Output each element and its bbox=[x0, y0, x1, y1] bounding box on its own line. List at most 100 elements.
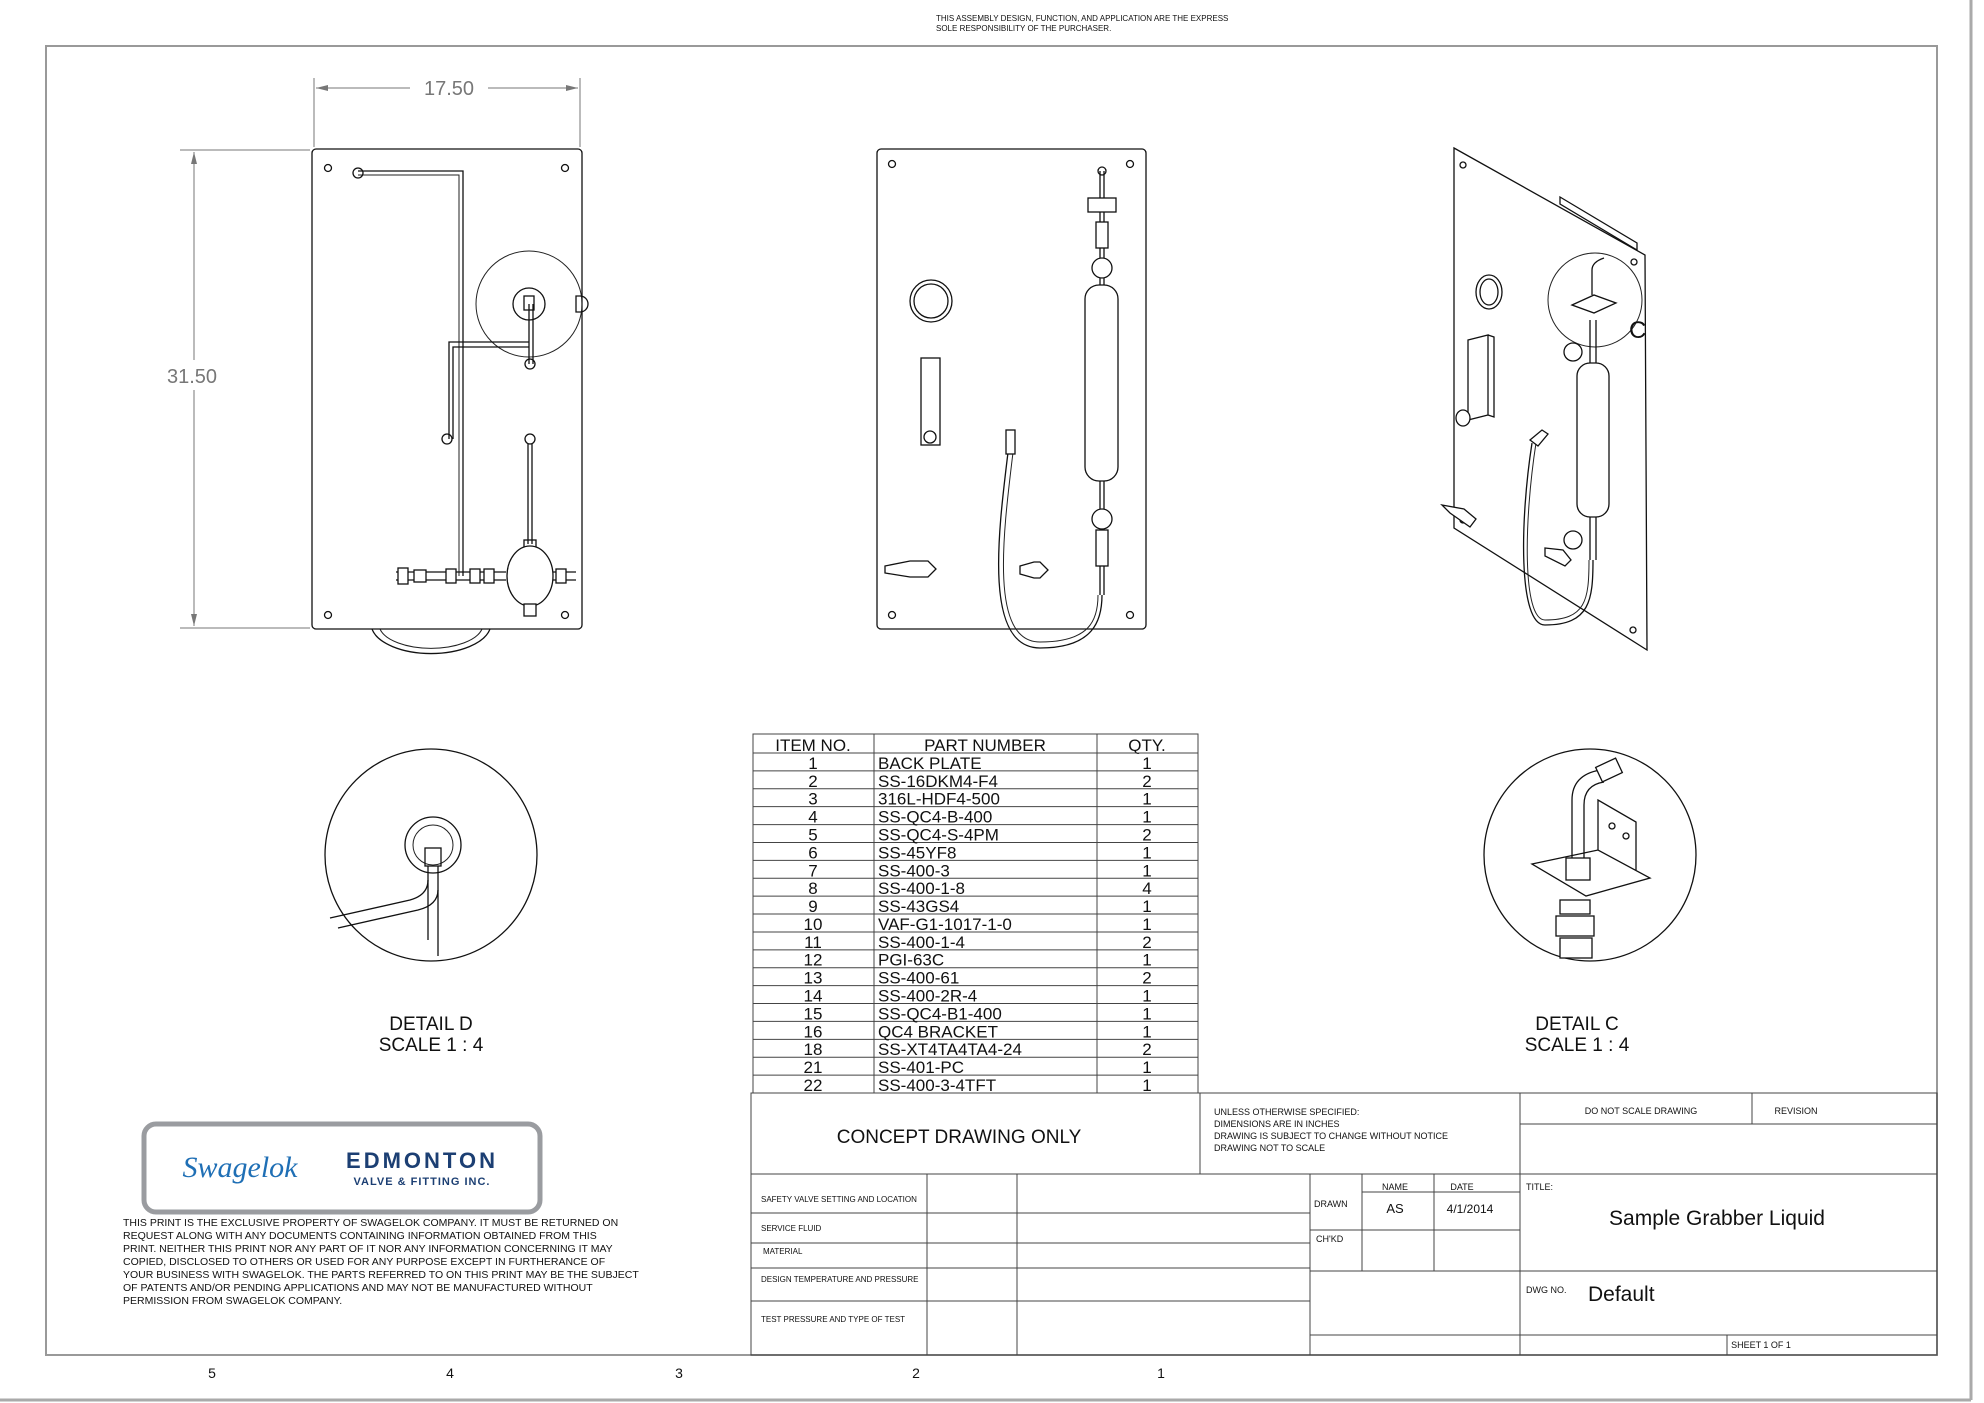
detail-c-label: DETAIL C bbox=[1535, 1014, 1618, 1035]
design-temperature-label: DESIGN TEMPERATURE AND PRESSURE bbox=[761, 1275, 919, 1284]
bom-part-number: SS-QC4-B-400 bbox=[878, 808, 992, 827]
material-label: MATERIAL bbox=[763, 1247, 803, 1256]
note-line-3: DRAWING IS SUBJECT TO CHANGE WITHOUT NOT… bbox=[1214, 1131, 1448, 1141]
bom-qty: 1 bbox=[1142, 808, 1151, 827]
bom-item-no: 2 bbox=[808, 772, 817, 791]
property-notice-line: COPIED, DISCLOSED TO OTHERS OR USED FOR … bbox=[123, 1256, 605, 1268]
company-logo: Swagelok EDMONTON VALVE & FITTING INC. bbox=[141, 1121, 543, 1215]
concept-drawing-label: CONCEPT DRAWING ONLY bbox=[837, 1127, 1082, 1148]
bom-part-number: BACK PLATE bbox=[878, 754, 982, 773]
bom-part-number: SS-400-2R-4 bbox=[878, 987, 977, 1006]
bom-qty: 2 bbox=[1142, 969, 1151, 988]
detail-c-scale: SCALE 1 : 4 bbox=[1525, 1035, 1630, 1056]
detail-d-label: DETAIL D bbox=[389, 1014, 472, 1035]
drawing-title: Sample Grabber Liquid bbox=[1609, 1207, 1825, 1230]
bom-item-no: 9 bbox=[808, 897, 817, 916]
bom-part-number: SS-400-1-8 bbox=[878, 879, 965, 898]
bom-qty: 1 bbox=[1142, 1076, 1151, 1095]
bom-qty: 1 bbox=[1142, 951, 1151, 970]
revision-label: REVISION bbox=[1774, 1106, 1817, 1116]
bom-item-no: 4 bbox=[808, 808, 817, 827]
service-fluid-label: SERVICE FLUID bbox=[761, 1224, 822, 1233]
detail-c-view: DETAIL C SCALE 1 : 4 bbox=[1483, 748, 1697, 1056]
bom-qty: 1 bbox=[1142, 897, 1151, 916]
bom-part-number: VAF-G1-1017-1-0 bbox=[878, 915, 1012, 934]
rear-view bbox=[876, 148, 1147, 649]
header-notice-line-2: SOLE RESPONSIBILITY OF THE PURCHASER. bbox=[936, 24, 1111, 33]
bom-item-no: 16 bbox=[804, 1022, 823, 1041]
bom-item-no: 5 bbox=[808, 825, 817, 844]
bom-qty: 1 bbox=[1142, 861, 1151, 880]
bom-header-part: PART NUMBER bbox=[924, 736, 1046, 755]
bom-item-no: 13 bbox=[804, 969, 823, 988]
title-block: CONCEPT DRAWING ONLY UNLESS OTHERWISE SP… bbox=[750, 1092, 1938, 1356]
bom-qty: 2 bbox=[1142, 933, 1151, 952]
bom-part-number: SS-400-3-4TFT bbox=[878, 1076, 996, 1095]
drawn-name: AS bbox=[1386, 1201, 1404, 1216]
bom-qty: 1 bbox=[1142, 1022, 1151, 1041]
bom-item-no: 14 bbox=[804, 987, 823, 1006]
detail-d-view: DETAIL D SCALE 1 : 4 bbox=[324, 748, 538, 1056]
bom-item-no: 1 bbox=[808, 754, 817, 773]
drawn-date: 4/1/2014 bbox=[1447, 1202, 1494, 1216]
header-notice-line-1: THIS ASSEMBLY DESIGN, FUNCTION, AND APPL… bbox=[936, 14, 1228, 23]
bom-qty: 1 bbox=[1142, 1004, 1151, 1023]
property-notice: THIS PRINT IS THE EXCLUSIVE PROPERTY OF … bbox=[123, 1217, 639, 1307]
drawn-label: DRAWN bbox=[1314, 1199, 1348, 1209]
bom-part-number: SS-QC4-S-4PM bbox=[878, 825, 999, 844]
property-notice-line: REQUEST ALONG WITH ANY DOCUMENTS CONTAIN… bbox=[123, 1230, 597, 1242]
bom-item-no: 12 bbox=[804, 951, 823, 970]
bom-item-no: 10 bbox=[804, 915, 823, 934]
bom-header-item: ITEM NO. bbox=[775, 736, 851, 755]
property-notice-line: YOUR BUSINESS WITH SWAGELOK. THE PARTS R… bbox=[123, 1269, 639, 1281]
bom-qty: 1 bbox=[1142, 1058, 1151, 1077]
property-notice-line: THIS PRINT IS THE EXCLUSIVE PROPERTY OF … bbox=[123, 1217, 618, 1229]
front-view: 17.50 31.50 bbox=[167, 78, 589, 655]
edmonton-logo-text: EDMONTON bbox=[346, 1148, 498, 1173]
title-label: TITLE: bbox=[1526, 1182, 1553, 1192]
bom-qty: 1 bbox=[1142, 754, 1151, 773]
bom-item-no: 18 bbox=[804, 1040, 823, 1059]
safety-valve-label: SAFETY VALVE SETTING AND LOCATION bbox=[761, 1195, 917, 1204]
date-column-label: DATE bbox=[1450, 1182, 1473, 1192]
bom-part-number: 316L-HDF4-500 bbox=[878, 790, 1000, 809]
detail-c-callout: C bbox=[1629, 317, 1646, 344]
property-notice-line: PERMISSION FROM SWAGELOK COMPANY. bbox=[123, 1295, 342, 1307]
bom-part-number: QC4 BRACKET bbox=[878, 1022, 998, 1041]
bom-header-qty: QTY. bbox=[1128, 736, 1165, 755]
bom-part-number: PGI-63C bbox=[878, 951, 944, 970]
swagelok-logo-text: Swagelok bbox=[183, 1151, 299, 1184]
property-notice-line: OF PATENTS AND/OR PENDING APPLICATIONS A… bbox=[123, 1282, 593, 1294]
zone-number: 4 bbox=[446, 1365, 454, 1381]
isometric-view: C bbox=[1440, 146, 1648, 652]
bom-item-no: 22 bbox=[804, 1076, 823, 1095]
bom-part-number: SS-43GS4 bbox=[878, 897, 959, 916]
note-line-4: DRAWING NOT TO SCALE bbox=[1214, 1143, 1325, 1153]
note-line-2: DIMENSIONS ARE IN INCHES bbox=[1214, 1119, 1340, 1129]
name-column-label: NAME bbox=[1382, 1182, 1408, 1192]
property-notice-line: PRINT. NEITHER THIS PRINT NOR ANY PART O… bbox=[123, 1243, 613, 1255]
detail-d-scale: SCALE 1 : 4 bbox=[379, 1035, 484, 1056]
bom-qty: 2 bbox=[1142, 825, 1151, 844]
do-not-scale-label: DO NOT SCALE DRAWING bbox=[1585, 1106, 1698, 1116]
bom-part-number: SS-16DKM4-F4 bbox=[878, 772, 998, 791]
zone-number: 1 bbox=[1157, 1365, 1165, 1381]
bom-item-no: 11 bbox=[804, 933, 822, 952]
valve-fitting-logo-text: VALVE & FITTING INC. bbox=[354, 1176, 491, 1188]
checked-label: CH'KD bbox=[1316, 1234, 1344, 1244]
test-pressure-label: TEST PRESSURE AND TYPE OF TEST bbox=[761, 1315, 905, 1324]
bom-qty: 1 bbox=[1142, 987, 1151, 1006]
sheet-label: SHEET 1 OF 1 bbox=[1731, 1340, 1791, 1350]
zone-number: 2 bbox=[912, 1365, 920, 1381]
bom-item-no: 3 bbox=[808, 790, 817, 809]
bom-part-number: SS-400-1-4 bbox=[878, 933, 965, 952]
bom-qty: 1 bbox=[1142, 843, 1151, 862]
zone-number: 3 bbox=[675, 1365, 683, 1381]
bom-item-no: 6 bbox=[808, 843, 817, 862]
bom-item-no: 21 bbox=[804, 1058, 823, 1077]
bom-part-number: SS-400-3 bbox=[878, 861, 950, 880]
bom-item-no: 8 bbox=[808, 879, 817, 898]
bom-part-number: SS-401-PC bbox=[878, 1058, 964, 1077]
